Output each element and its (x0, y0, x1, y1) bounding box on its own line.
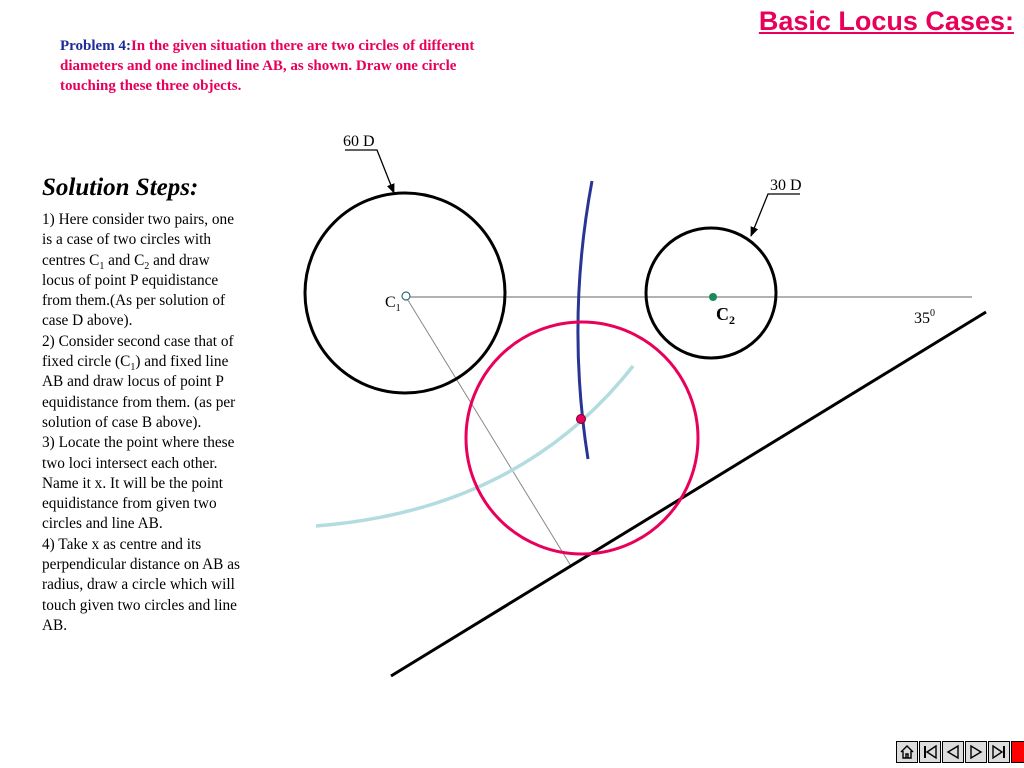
first-slide-button[interactable] (919, 741, 941, 763)
last-slide-icon (992, 744, 1005, 760)
construction-line (405, 296, 572, 567)
previous-slide-icon (946, 744, 959, 760)
step-4: 4) Take x as centre and its perpendicula… (42, 535, 240, 634)
problem-label: Problem 4: (60, 38, 131, 54)
end-show-icon (1015, 745, 1024, 759)
last-slide-button[interactable] (988, 741, 1010, 763)
locus-circle-line (315, 364, 635, 528)
problem-text: In the given situation there are two cir… (60, 38, 475, 94)
label-c2: C2 (716, 304, 735, 327)
intersection-point-x (576, 414, 586, 424)
first-slide-icon (924, 744, 937, 760)
circle-c1 (303, 191, 507, 395)
solution-steps: 1) Here consider two pairs, one is a cas… (42, 210, 242, 636)
step-2: 2) Consider second case that of fixed ci… (42, 332, 236, 431)
inclined-line-ab (390, 310, 987, 678)
label-60d: 60 D (343, 133, 375, 150)
label-c1: C1 (385, 294, 401, 314)
next-slide-button[interactable] (965, 741, 987, 763)
home-button[interactable] (896, 741, 918, 763)
answer-circle (464, 320, 700, 556)
problem-statement: Problem 4:In the given situation there a… (60, 36, 480, 96)
locus-two-circles (576, 180, 594, 460)
c1-center-point (401, 291, 411, 301)
solution-steps-heading: Solution Steps: (42, 174, 199, 201)
circle-c2 (644, 226, 778, 360)
step-1: 1) Here consider two pairs, one is a cas… (42, 211, 234, 330)
previous-slide-button[interactable] (942, 741, 964, 763)
c2-center-point (709, 293, 717, 301)
angle-label: 350 (914, 308, 935, 327)
leader-60d (345, 149, 395, 194)
home-icon (900, 745, 914, 759)
slide-navigation (896, 741, 1024, 765)
next-slide-icon (970, 744, 983, 760)
leader-30d (750, 193, 800, 237)
slide-title: Basic Locus Cases: (758, 6, 1014, 36)
label-30d: 30 D (770, 177, 802, 194)
step-3: 3) Locate the point where these two loci… (42, 434, 235, 533)
end-show-button[interactable] (1011, 741, 1024, 763)
